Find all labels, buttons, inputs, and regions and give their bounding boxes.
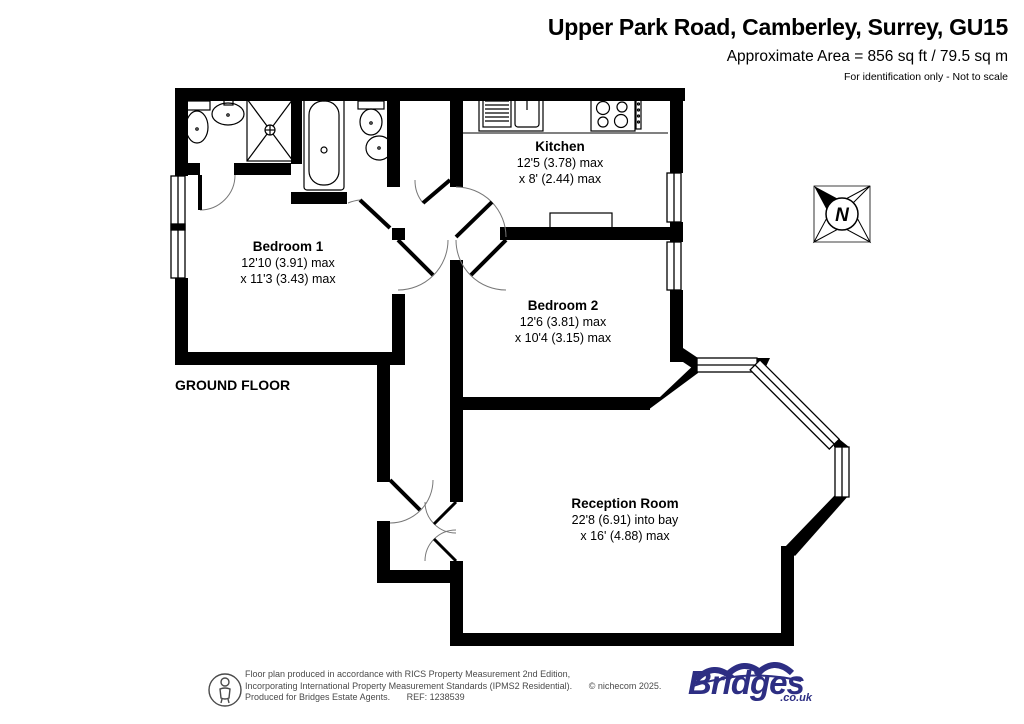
- header: Upper Park Road, Camberley, Surrey, GU15…: [548, 14, 1008, 83]
- door-bedroom1: [396, 238, 449, 291]
- door-reception-double: [424, 500, 458, 563]
- door-bathroom: [347, 198, 392, 230]
- bridges-logo-text: Bridges: [688, 664, 805, 701]
- room-dimension: x 16' (4.88) max: [580, 529, 670, 543]
- room-name: Reception Room: [571, 496, 679, 511]
- disclaimer-text: Produced for Bridges Estate Agents.: [245, 692, 391, 702]
- room-label-reception: Reception Room 22'8 (6.91) into bay x 16…: [571, 496, 678, 544]
- compass-north-label: N: [835, 205, 850, 226]
- door-kitchen: [454, 186, 507, 239]
- door-cupboard: [414, 178, 452, 205]
- walls: [175, 88, 849, 646]
- room-dimension: 12'10 (3.91) max: [241, 256, 335, 270]
- room-name: Kitchen: [535, 139, 585, 154]
- reference-number: REF: 1238539: [406, 692, 465, 702]
- door-entrance: [388, 478, 434, 524]
- bay-window-diagonal: [749, 359, 841, 451]
- room-label-bedroom2: Bedroom 2 12'6 (3.81) max x 10'4 (3.15) …: [515, 298, 611, 346]
- disclaimer-line-1: Floor plan produced in accordance with R…: [245, 669, 661, 681]
- room-dimension: x 10'4 (3.15) max: [514, 331, 612, 345]
- basin-icon: [211, 99, 245, 126]
- disclaimer-text: Incorporating International Property Mea…: [245, 680, 573, 691]
- window-bedroom2-right: [666, 241, 682, 291]
- room-dimension: x 11'3 (3.43) max: [240, 272, 336, 286]
- floor-label: GROUND FLOOR: [175, 377, 291, 393]
- disclaimer-line-2: Incorporating International Property Mea…: [245, 681, 661, 693]
- hob-icon: [590, 97, 642, 132]
- compass-icon: N: [812, 185, 872, 244]
- bridges-logo-suffix: .co.uk: [780, 692, 812, 704]
- room-name: Bedroom 1: [252, 239, 324, 254]
- room-dimension: 12'5 (3.78) max: [516, 156, 604, 170]
- approximate-area: Approximate Area = 856 sq ft / 79.5 sq m: [726, 48, 1008, 65]
- room-name: Bedroom 2: [527, 298, 599, 313]
- bridges-logo-arcs: [692, 662, 802, 687]
- room-dimension: x 8' (2.44) max: [518, 172, 602, 186]
- windows: [170, 172, 850, 498]
- kitchen-sink-icon: [478, 92, 544, 132]
- door-bedroom2: [455, 238, 508, 291]
- copyright-text: © nichecom 2025.: [588, 680, 662, 691]
- disclaimer-text: Floor plan produced in accordance with R…: [245, 669, 571, 679]
- door-ensuite: [198, 174, 236, 211]
- window-kitchen-right: [666, 172, 682, 223]
- identification-note: For identification only - Not to scale: [844, 71, 1008, 83]
- kitchen-unit: [549, 212, 613, 229]
- bathtub-icon: [303, 95, 345, 191]
- footer-disclaimer: Floor plan produced in accordance with R…: [245, 669, 661, 704]
- toilet-icon: [183, 100, 211, 144]
- window-bedroom1-left: [170, 175, 186, 279]
- toilet-icon: [357, 100, 385, 136]
- bay-window-right: [834, 446, 850, 498]
- room-dimension: 22'8 (6.91) into bay: [571, 513, 679, 527]
- doors: [198, 174, 508, 563]
- room-label-kitchen: Kitchen 12'5 (3.78) max x 8' (2.44) max: [517, 139, 603, 187]
- fixtures: [183, 92, 668, 229]
- page-title: Upper Park Road, Camberley, Surrey, GU15: [547, 14, 1008, 40]
- bay-window-top: [696, 357, 758, 373]
- bridges-logo: Bridges .co.uk: [688, 664, 818, 704]
- shower-icon: [246, 98, 294, 162]
- person-icon: [208, 673, 242, 707]
- disclaimer-line-3: Produced for Bridges Estate Agents. REF:…: [245, 692, 661, 704]
- room-dimension: 12'6 (3.81) max: [519, 315, 607, 329]
- room-label-bedroom1: Bedroom 1 12'10 (3.91) max x 11'3 (3.43)…: [240, 239, 335, 287]
- basin-icon: [365, 135, 393, 161]
